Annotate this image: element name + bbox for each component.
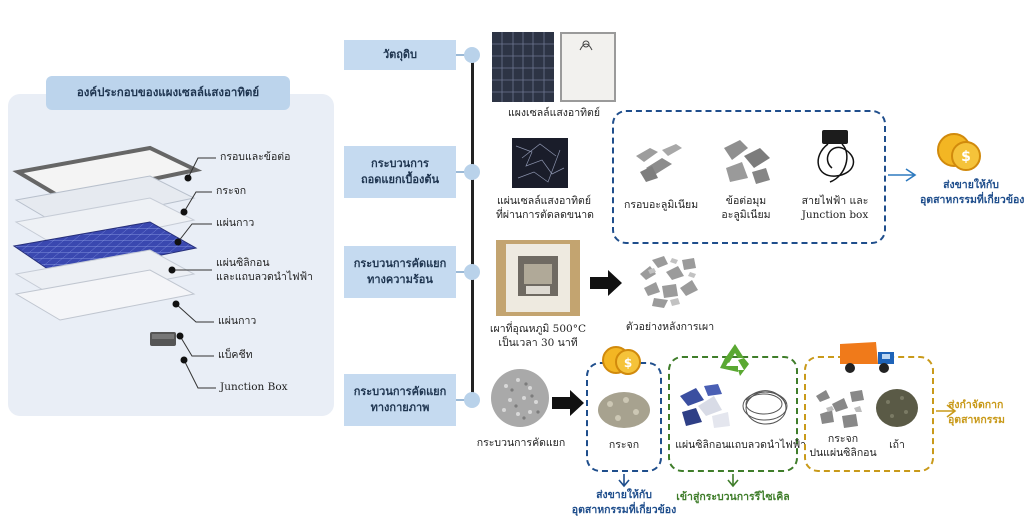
timeline-node-2 bbox=[464, 164, 480, 180]
exploded-panel-diagram bbox=[12, 145, 216, 389]
disposal-item-mix: กระจก ปนแผ่นซิลิกอน bbox=[809, 433, 877, 460]
timeline-line bbox=[471, 58, 474, 402]
svg-text:$: $ bbox=[961, 149, 971, 165]
solar-panel-front-photo bbox=[492, 32, 554, 102]
silicon-wafer-photo bbox=[680, 384, 730, 428]
aluminium-corner-photo bbox=[724, 140, 770, 184]
step-thermal-separation: กระบวนการคัดแยก ทางความร้อน bbox=[344, 246, 456, 298]
layer-label-silicon: แผ่นซิลิกอน และแถบลวดนำไฟฟ้า bbox=[216, 257, 313, 284]
recycle-icon bbox=[720, 344, 749, 376]
dismantled-parts-box bbox=[612, 110, 886, 244]
disposal-item-ash: เถ้า bbox=[889, 439, 905, 451]
solar-panel-back-photo bbox=[560, 32, 616, 102]
arrow-right-icon bbox=[590, 270, 622, 296]
dismantle-caption: แผ่นเซลล์แสงอาทิตย์ ที่ผ่านการตัดลดขนาด bbox=[496, 195, 595, 222]
layer-label-backsheet: แบ็คชีท bbox=[218, 349, 253, 361]
dismantle-item-junction: สายไฟฟ้า และ Junction box bbox=[801, 195, 869, 222]
recycle-output-box bbox=[668, 356, 798, 472]
glass-label: กระจก bbox=[608, 439, 640, 451]
timeline-node-4 bbox=[464, 392, 480, 408]
layer-label-adhesive-1: แผ่นกาว bbox=[216, 217, 255, 229]
dismantle-outcome: ส่งขายให้กับ อุตสาหกรรมที่เกี่ยวข้อง bbox=[920, 179, 1024, 206]
recycle-item-wire: แถบลวดนำไฟฟ้า bbox=[728, 439, 807, 451]
components-panel-title: องค์ประกอบของแผงเซลล์แสงอาทิตย์ bbox=[46, 76, 290, 110]
svg-text:$: $ bbox=[624, 356, 632, 370]
arrow-right-icon bbox=[552, 390, 584, 416]
dismantle-item-corner: ข้อต่อมุม อะลูมิเนียม bbox=[721, 195, 771, 222]
coin-icon: $ bbox=[602, 346, 641, 375]
burnt-sample-photo bbox=[640, 256, 698, 308]
step-raw-material: วัตถุดิบ bbox=[344, 40, 456, 70]
step-physical-separation: กระบวนการคัดแยก ทางกายภาพ bbox=[344, 374, 456, 426]
layer-label-adhesive-2: แผ่นกาว bbox=[218, 315, 257, 327]
raw-caption: แผงเซลล์แสงอาทิตย์ bbox=[507, 107, 601, 119]
glass-silicon-mix-photo bbox=[812, 384, 868, 430]
arrow-right-icon bbox=[888, 168, 917, 182]
layer-label-frame: กรอบและข้อต่อ bbox=[220, 151, 291, 163]
dismantle-item-frame: กรอบอะลูมิเนียม bbox=[624, 199, 699, 211]
coin-icon: $ bbox=[937, 133, 981, 171]
timeline-node-1 bbox=[464, 47, 480, 63]
arrow-right-icon bbox=[936, 404, 957, 418]
step-dismantling: กระบวนการ ถอดแยกเบื้องต้น bbox=[344, 146, 456, 198]
silicon-cell-layer bbox=[12, 221, 198, 277]
cut-cell-photo bbox=[512, 138, 568, 188]
layer-label-junction-box: Junction Box bbox=[220, 381, 288, 393]
adhesive-layer-1 bbox=[14, 197, 196, 249]
furnace-caption: เผาที่อุณหภูมิ 500°C เป็นเวลา 30 นาที bbox=[489, 323, 587, 350]
recycle-item-silicon: แผ่นซิลิกอน bbox=[675, 439, 729, 451]
separation-caption: กระบวนการคัดแยก bbox=[476, 437, 566, 449]
timeline-node-3 bbox=[464, 264, 480, 280]
furnace-photo bbox=[496, 240, 580, 316]
arrow-down-icon bbox=[618, 474, 630, 488]
glass-cullet-photo bbox=[598, 392, 650, 428]
aluminium-frame-photo bbox=[636, 144, 682, 182]
layer-label-glass: กระจก bbox=[216, 185, 247, 197]
separation-photo bbox=[491, 369, 549, 427]
backsheet-layer bbox=[14, 269, 196, 321]
garbage-truck-icon bbox=[840, 342, 894, 373]
ash-photo bbox=[876, 389, 918, 427]
frame-layer bbox=[12, 145, 203, 201]
junction-box-cable-photo bbox=[817, 130, 855, 183]
arrow-down-icon bbox=[727, 474, 739, 488]
recycle-outcome: เข้าสู่กระบวนการรีไซเคิล bbox=[676, 491, 790, 503]
disposal-outcome: ส่งกำจัดกาก อุตสาหกรรม bbox=[948, 399, 1005, 426]
sample-caption: ตัวอย่างหลังการเผา bbox=[625, 321, 715, 333]
glass-outcome: ส่งขายให้กับ อุตสาหกรรมที่เกี่ยวข้อง bbox=[571, 489, 677, 516]
conductive-wire-photo bbox=[742, 390, 788, 425]
